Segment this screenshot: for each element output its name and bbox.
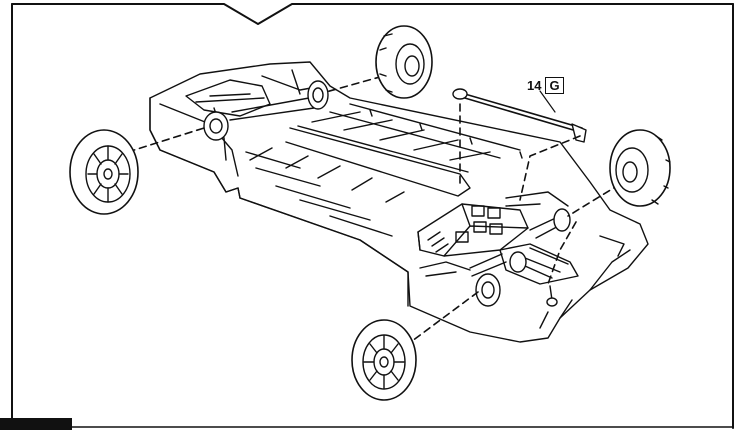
part-number: 14: [527, 78, 542, 93]
panel-border: [11, 3, 734, 429]
wheel-top: [375, 25, 433, 99]
part-callout: 14 G: [527, 77, 564, 94]
engine-gearbox-assembly: [417, 191, 579, 307]
steering-rod-part: [452, 88, 587, 143]
chassis-floor-pan: [149, 61, 649, 343]
corner-marker: [0, 418, 72, 430]
wheel-right: [609, 129, 671, 207]
wheel-left: [69, 129, 139, 215]
wheel-bottom: [351, 319, 417, 401]
part-letter-box: G: [545, 77, 564, 94]
